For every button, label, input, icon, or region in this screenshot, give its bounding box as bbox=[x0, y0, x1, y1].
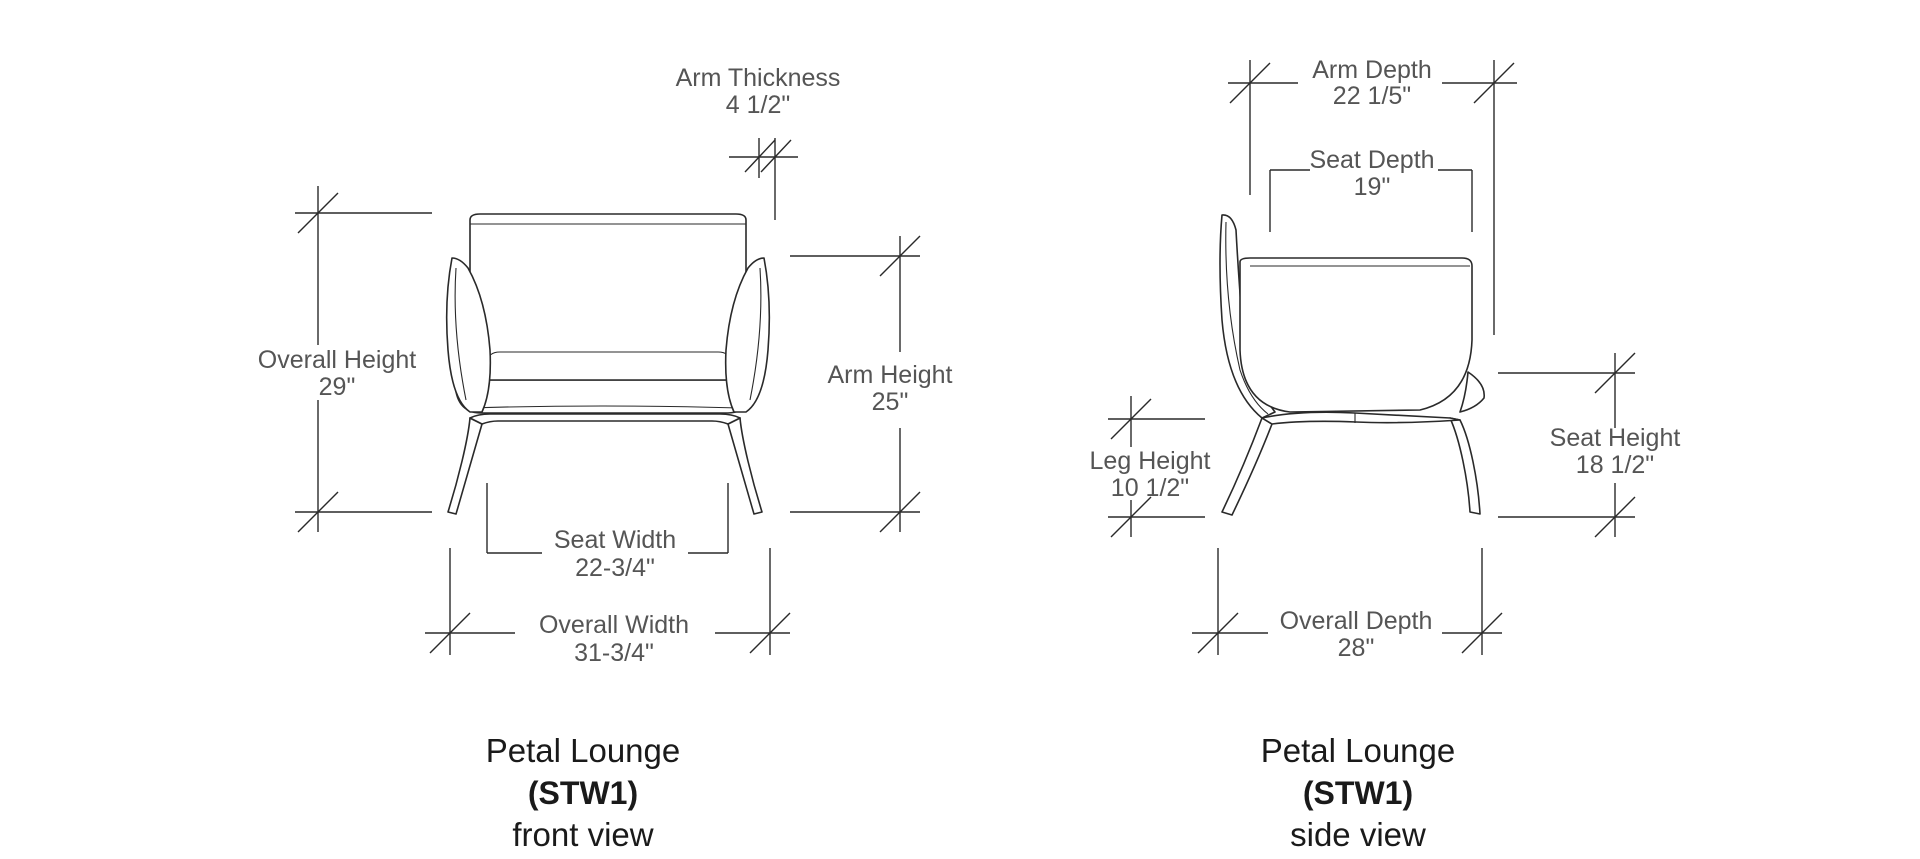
side-dim-seat-height-label: Seat Height bbox=[1550, 424, 1681, 452]
front-dim-overall-width-label: Overall Width bbox=[539, 611, 689, 639]
front-dim-overall-height-value: 29" bbox=[319, 373, 356, 401]
side-chair-legs bbox=[1221, 411, 1481, 516]
front-view-drawing: Arm Thickness 4 1/2" Overall Height 29" bbox=[258, 64, 953, 667]
side-dim-overall-depth-value: 28" bbox=[1338, 634, 1375, 662]
front-caption-view: front view bbox=[512, 816, 654, 853]
front-chair-back bbox=[469, 213, 747, 381]
side-view-caption: Petal Lounge (STW1) side view bbox=[1108, 730, 1608, 856]
side-dim-seat-height-lines bbox=[1498, 352, 1636, 538]
front-dim-arm-height-value: 25" bbox=[872, 388, 909, 416]
side-dim-arm-depth-lines bbox=[1228, 60, 1517, 335]
side-chair-rear-cushion bbox=[1459, 371, 1485, 413]
front-dim-overall-height-lines bbox=[295, 186, 432, 533]
front-chair-legs bbox=[447, 413, 763, 515]
side-dim-overall-depth-label: Overall Depth bbox=[1280, 607, 1433, 635]
side-dim-leg-height-label: Leg Height bbox=[1090, 447, 1211, 475]
side-dim-overall-depth-lines bbox=[1192, 548, 1503, 655]
front-chair-right-arm bbox=[724, 257, 771, 413]
front-dim-seat-width-value: 22-3/4" bbox=[575, 554, 655, 582]
front-chair-base bbox=[454, 379, 755, 414]
side-dim-seat-depth-label: Seat Depth bbox=[1309, 146, 1434, 174]
front-dim-arm-thickness-label: Arm Thickness bbox=[676, 64, 841, 92]
front-view-caption: Petal Lounge (STW1) front view bbox=[333, 730, 833, 856]
front-dim-seat-width-label: Seat Width bbox=[554, 526, 676, 554]
front-chair-left-arm bbox=[445, 257, 492, 413]
front-dim-overall-width-value: 31-3/4" bbox=[574, 639, 654, 667]
front-dim-overall-width-lines bbox=[425, 548, 791, 655]
side-chair-seat bbox=[1239, 257, 1473, 413]
front-dim-arm-height-label: Arm Height bbox=[827, 361, 952, 389]
front-dim-arm-thickness-value: 4 1/2" bbox=[726, 91, 790, 119]
front-caption-code: (STW1) bbox=[527, 775, 639, 811]
side-view-drawing: Arm Depth 22 1/5" Seat Depth 19" Leg Hei… bbox=[1090, 56, 1681, 662]
side-caption-name: Petal Lounge bbox=[1260, 732, 1456, 769]
side-dim-leg-height-value: 10 1/2" bbox=[1111, 474, 1189, 502]
side-dim-arm-depth-label: Arm Depth bbox=[1312, 56, 1431, 84]
front-dim-seat-width-lines bbox=[486, 483, 729, 554]
side-dim-leg-height-lines bbox=[1108, 396, 1205, 538]
side-caption-code: (STW1) bbox=[1302, 775, 1414, 811]
side-dim-seat-depth-value: 19" bbox=[1354, 173, 1391, 201]
side-caption-view: side view bbox=[1290, 816, 1426, 853]
front-dim-arm-thickness-lines bbox=[729, 138, 798, 220]
front-caption-name: Petal Lounge bbox=[485, 732, 681, 769]
side-dim-seat-height-value: 18 1/2" bbox=[1576, 451, 1654, 479]
front-dim-overall-height-label: Overall Height bbox=[258, 346, 416, 374]
side-dim-seat-depth-lines bbox=[1269, 169, 1473, 232]
side-dim-arm-depth-value: 22 1/5" bbox=[1333, 82, 1411, 110]
front-dim-arm-height-lines bbox=[790, 235, 921, 533]
